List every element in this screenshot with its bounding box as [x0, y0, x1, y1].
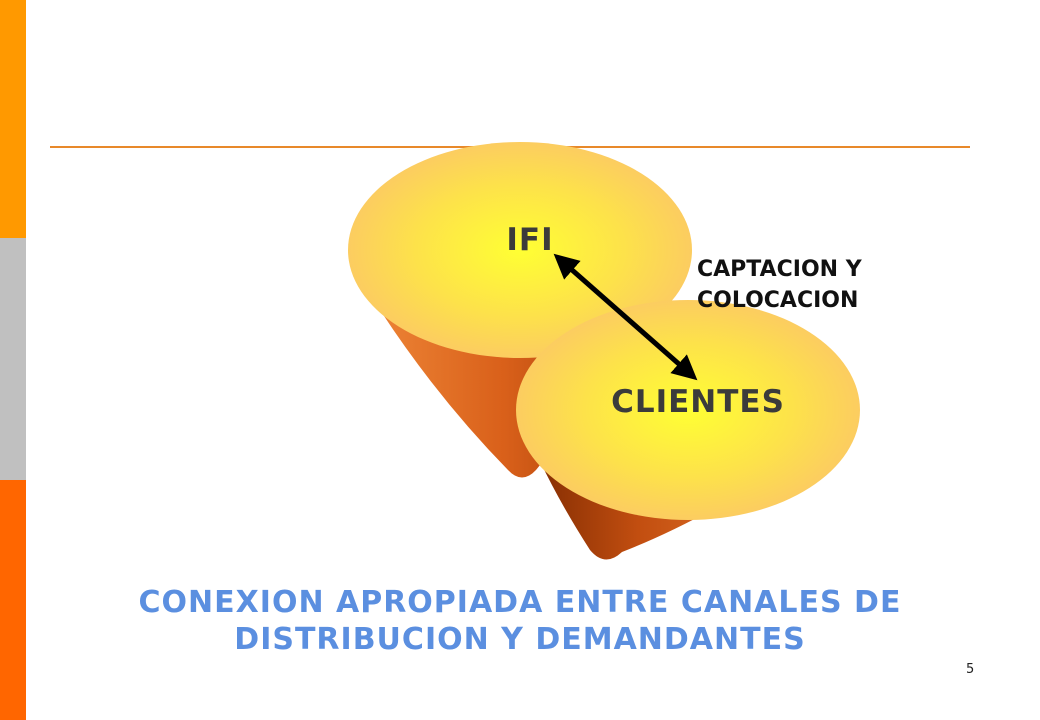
sidebar-segment-bottom	[0, 480, 26, 720]
connector-label-line2: COLOCACION	[697, 288, 859, 313]
connector-label: CAPTACION Y COLOCACION	[697, 254, 937, 316]
clientes-cone	[516, 300, 860, 560]
page-number: 5	[966, 662, 975, 677]
sidebar-segment-top	[0, 0, 26, 238]
slide-caption: CONEXION APROPIADA ENTRE CANALES DE DIST…	[60, 584, 980, 658]
sidebar-accent-bar	[0, 0, 26, 720]
connector-label-line1: CAPTACION Y	[697, 257, 862, 282]
sidebar-segment-middle	[0, 238, 26, 480]
ifi-label: IFI	[506, 222, 554, 258]
caption-line1: CONEXION APROPIADA ENTRE CANALES DE	[138, 585, 902, 620]
caption-line2: DISTRIBUCION Y DEMANDANTES	[234, 622, 806, 657]
clientes-label: CLIENTES	[611, 384, 785, 420]
double-arrow-icon	[553, 253, 698, 381]
